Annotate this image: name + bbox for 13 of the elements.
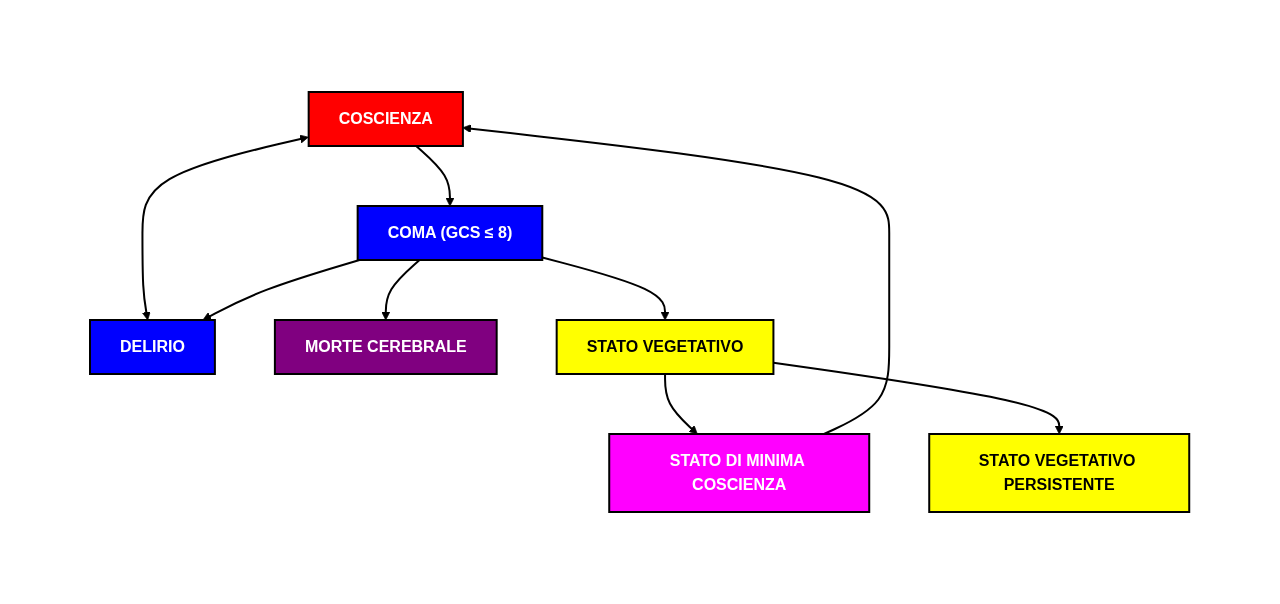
arrow bbox=[141, 134, 310, 321]
node-box: DELIRIO bbox=[89, 319, 217, 375]
node-box: COMA (GCS ≤ 8) bbox=[357, 205, 544, 261]
arrow bbox=[664, 373, 699, 435]
arrow bbox=[202, 259, 361, 321]
arrow bbox=[415, 145, 455, 207]
arrow bbox=[381, 259, 421, 321]
node-box: STATO DI MINIMA COSCIENZA bbox=[608, 433, 871, 513]
node-box: MORTE CEREBRALE bbox=[274, 319, 499, 375]
node-box: STATO VEGETATIVO PERSISTENTE bbox=[928, 433, 1191, 513]
node-box: COSCIENZA bbox=[308, 91, 465, 147]
arrow bbox=[541, 256, 670, 321]
node-box: STATO VEGETATIVO bbox=[556, 319, 775, 375]
